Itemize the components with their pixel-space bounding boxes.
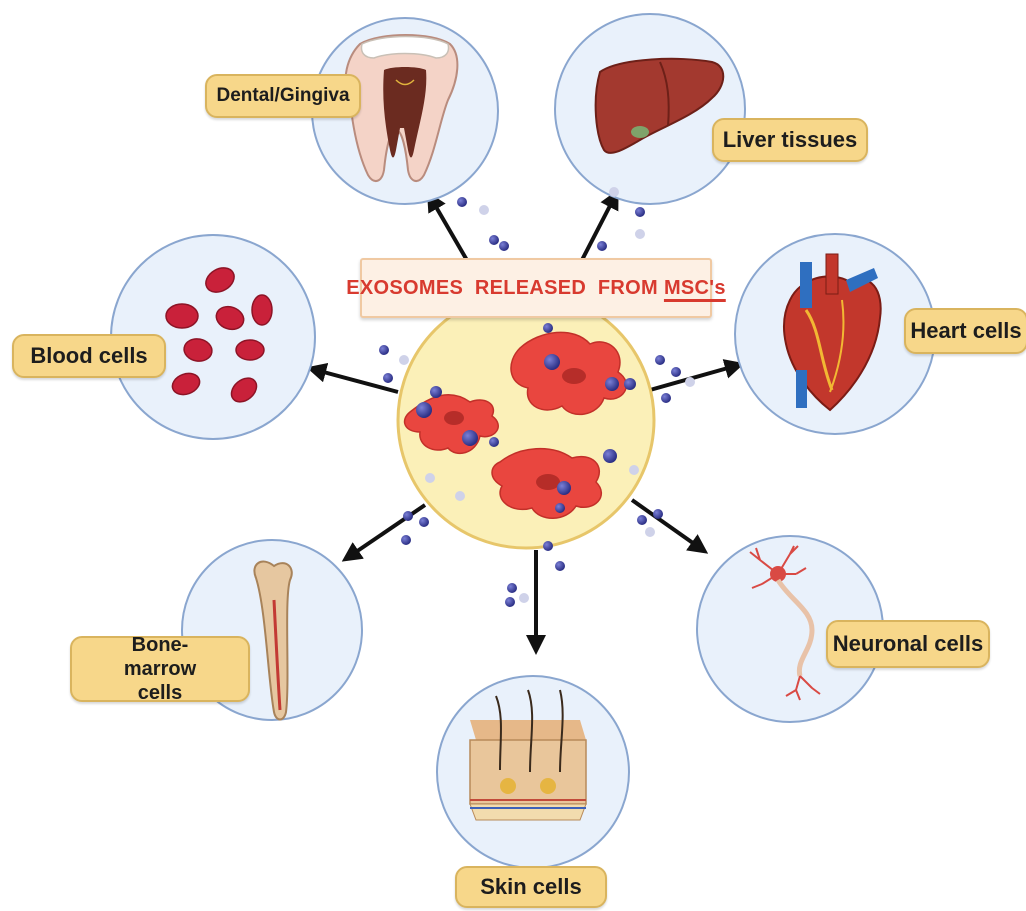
arrow-to-bone: [350, 505, 425, 556]
label-dental: Dental/Gingiva: [205, 74, 361, 118]
label-heart-text: Heart cells: [910, 318, 1021, 344]
label-neuronal-text: Neuronal cells: [833, 631, 983, 657]
label-skin-text: Skin cells: [480, 874, 582, 900]
label-liver: Liver tissues: [712, 118, 868, 162]
title-prefix: EXOSOMES RELEASED FROM: [346, 277, 658, 300]
label-neuronal: Neuronal cells: [826, 620, 990, 668]
label-skin: Skin cells: [455, 866, 607, 908]
arrow-to-liver: [582, 198, 614, 260]
title-highlight: MSC's: [664, 277, 726, 300]
label-blood-text: Blood cells: [30, 343, 147, 369]
label-bone: Bone-marrow cells: [70, 636, 250, 702]
label-bone-text: Bone-marrow cells: [100, 633, 220, 705]
center-title: EXOSOMES RELEASED FROM MSC's: [360, 258, 712, 318]
label-dental-text: Dental/Gingiva: [216, 85, 349, 108]
center-cluster: [398, 292, 654, 548]
label-heart: Heart cells: [904, 308, 1026, 354]
label-liver-text: Liver tissues: [723, 127, 858, 153]
label-blood: Blood cells: [12, 334, 166, 378]
arrow-to-dental: [432, 200, 468, 262]
